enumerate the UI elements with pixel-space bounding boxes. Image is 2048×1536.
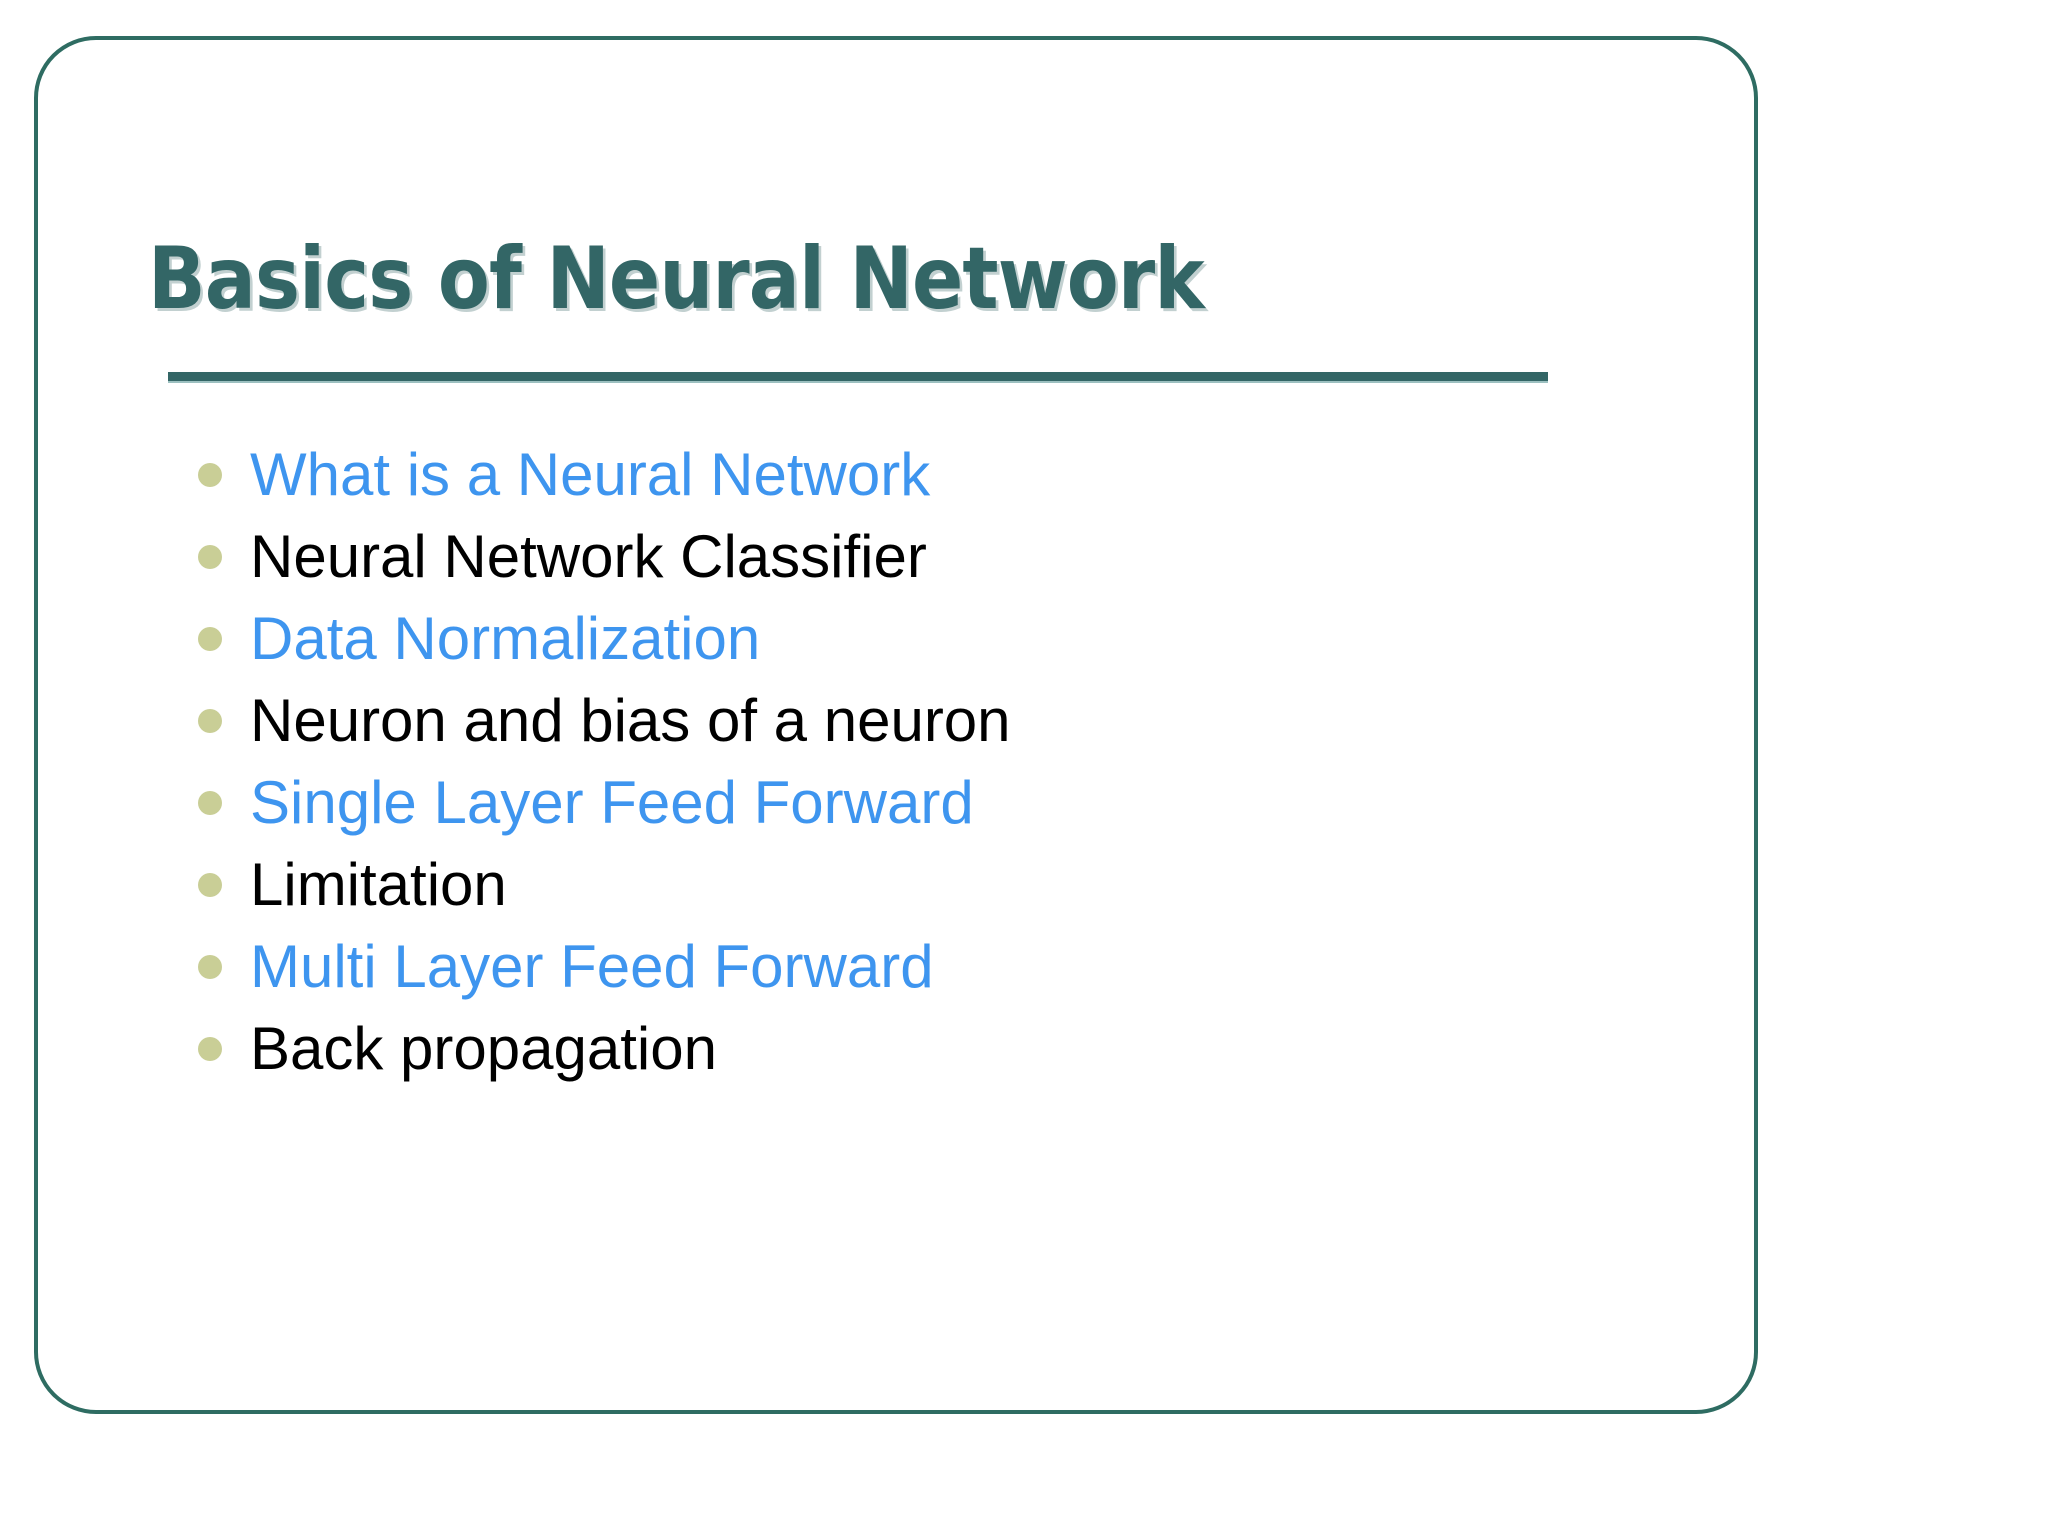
list-item[interactable]: Neuron and bias of a neuron — [150, 680, 1600, 762]
list-item[interactable]: Data Normalization — [150, 598, 1600, 680]
bullet-dot-icon — [198, 627, 222, 651]
slide-title: Basics of Neural Network — [148, 229, 1205, 329]
list-item-label: Data Normalization — [250, 605, 761, 672]
bullet-dot-icon — [198, 1037, 222, 1061]
list-item[interactable]: What is a Neural Network — [150, 434, 1600, 516]
list-item[interactable]: Neural Network Classifier — [150, 516, 1600, 598]
list-item-label: Neural Network Classifier — [250, 523, 927, 590]
bullet-dot-icon — [198, 545, 222, 569]
list-item-label: What is a Neural Network — [250, 441, 931, 508]
list-item-label: Limitation — [250, 851, 507, 918]
list-item-label: Multi Layer Feed Forward — [250, 933, 934, 1000]
list-item-label: Back propagation — [250, 1015, 717, 1082]
list-item-label: Neuron and bias of a neuron — [250, 687, 1011, 754]
list-item[interactable]: Single Layer Feed Forward — [150, 762, 1600, 844]
list-item-label: Single Layer Feed Forward — [250, 769, 974, 836]
agenda-bullet-list: What is a Neural Network Neural Network … — [150, 434, 1600, 1090]
title-underline-rule — [168, 372, 1548, 383]
bullet-dot-icon — [198, 955, 222, 979]
slide-border-frame — [34, 36, 1758, 1414]
bullet-dot-icon — [198, 791, 222, 815]
bullet-dot-icon — [198, 873, 222, 897]
bullet-dot-icon — [198, 463, 222, 487]
list-item[interactable]: Limitation — [150, 844, 1600, 926]
bullet-dot-icon — [198, 709, 222, 733]
list-item[interactable]: Back propagation — [150, 1008, 1600, 1090]
list-item[interactable]: Multi Layer Feed Forward — [150, 926, 1600, 1008]
title-block: Basics of Neural Network — [148, 236, 1568, 322]
